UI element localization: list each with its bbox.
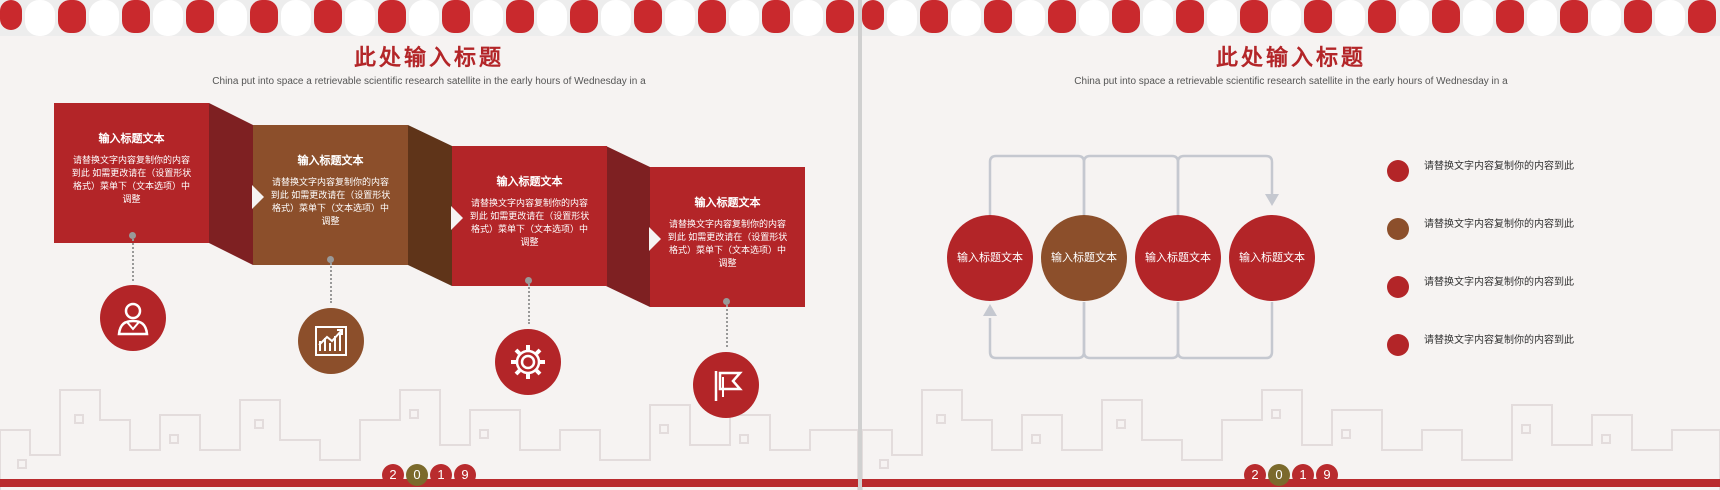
awning-decoration (862, 0, 1720, 36)
step-notch (252, 185, 264, 209)
bullet-dot (1387, 160, 1409, 182)
slide-divider (858, 0, 862, 490)
bullet-text: 请替换文字内容复制你的内容到此 (1424, 277, 1574, 288)
flag-icon (714, 371, 743, 401)
bottom-bar (862, 479, 1720, 487)
icon-circle-2 (298, 308, 364, 374)
step-notch (451, 206, 463, 230)
year-badge: 2 0 1 9 (382, 464, 476, 486)
pin-dot (327, 256, 334, 263)
step-block-3: 输入标题文本 请替换文字内容复制你的内容到此 如需更改请在（设置形状格式）菜单下… (451, 146, 607, 286)
pin-line (726, 305, 728, 347)
page-title: 此处输入标题 (353, 45, 504, 70)
year-digit: 9 (1316, 464, 1338, 486)
pin-dot (129, 232, 136, 239)
step-title: 输入标题文本 (98, 133, 165, 145)
bullet-text: 请替换文字内容复制你的内容到此 (1424, 219, 1574, 230)
step-title: 输入标题文本 (694, 197, 761, 209)
person-icon (117, 302, 149, 336)
year-digit: 2 (382, 464, 404, 486)
icon-circle-3 (495, 329, 561, 395)
year-badge: 2 0 1 9 (1244, 464, 1338, 486)
gear-icon (511, 345, 545, 379)
page-subtitle: China put into space a retrievable scien… (212, 76, 646, 87)
step-title: 输入标题文本 (297, 155, 364, 167)
icon-circle-1 (100, 285, 166, 351)
step-block-4: 输入标题文本 请替换文字内容复制你的内容到此 如需更改请在（设置形状格式）菜单下… (649, 167, 805, 307)
step-block-1: 输入标题文本 请替换文字内容复制你的内容到此 如需更改请在（设置形状格式）菜单下… (54, 103, 209, 243)
step-description: 请替换文字内容复制你的内容到此 如需更改请在（设置形状格式）菜单下（文本选项）中… (667, 219, 788, 268)
step-title: 输入标题文本 (496, 176, 563, 188)
pin-dot (723, 298, 730, 305)
awning-decoration (0, 0, 858, 36)
pin-line (132, 239, 134, 281)
city-skyline-decoration (862, 389, 1720, 490)
ribbon-folds (209, 103, 650, 307)
page-title: 此处输入标题 (1215, 45, 1366, 70)
bullet-dot (1387, 276, 1409, 298)
pin-line (330, 263, 332, 303)
bullet-text: 请替换文字内容复制你的内容到此 (1424, 161, 1574, 172)
step-description: 请替换文字内容复制你的内容到此 如需更改请在（设置形状格式）菜单下（文本选项）中… (71, 155, 192, 204)
flow-circle-3: 输入标题文本 (1135, 215, 1221, 301)
year-digit: 2 (1244, 464, 1266, 486)
year-digit: 0 (406, 464, 428, 486)
icon-circle-4 (693, 352, 759, 418)
flow-connectors (983, 154, 1279, 360)
bullet-dot (1387, 334, 1409, 356)
growth-chart-icon (315, 326, 347, 356)
flow-circle-2: 输入标题文本 (1041, 215, 1127, 301)
slide-1: 此处输入标题 China put into space a retrievabl… (0, 0, 858, 490)
step-block-2: 输入标题文本 请替换文字内容复制你的内容到此 如需更改请在（设置形状格式）菜单下… (252, 125, 408, 265)
slide-2: 此处输入标题 China put into space a retrievabl… (862, 0, 1720, 490)
year-digit: 9 (454, 464, 476, 486)
pin-line (528, 284, 530, 324)
flow-circle-4: 输入标题文本 (1229, 215, 1315, 301)
year-digit: 0 (1268, 464, 1290, 486)
bullet-text: 请替换文字内容复制你的内容到此 (1424, 335, 1574, 346)
year-digit: 1 (430, 464, 452, 486)
step-notch (649, 227, 661, 251)
step-description: 请替换文字内容复制你的内容到此 如需更改请在（设置形状格式）菜单下（文本选项）中… (270, 177, 391, 226)
pin-dot (525, 277, 532, 284)
step-description: 请替换文字内容复制你的内容到此 如需更改请在（设置形状格式）菜单下（文本选项）中… (469, 198, 590, 247)
bullet-dot (1387, 218, 1409, 240)
city-skyline-decoration (0, 389, 858, 490)
flow-circle-1: 输入标题文本 (947, 215, 1033, 301)
page-subtitle: China put into space a retrievable scien… (1074, 76, 1508, 87)
year-digit: 1 (1292, 464, 1314, 486)
bottom-bar (0, 479, 858, 487)
